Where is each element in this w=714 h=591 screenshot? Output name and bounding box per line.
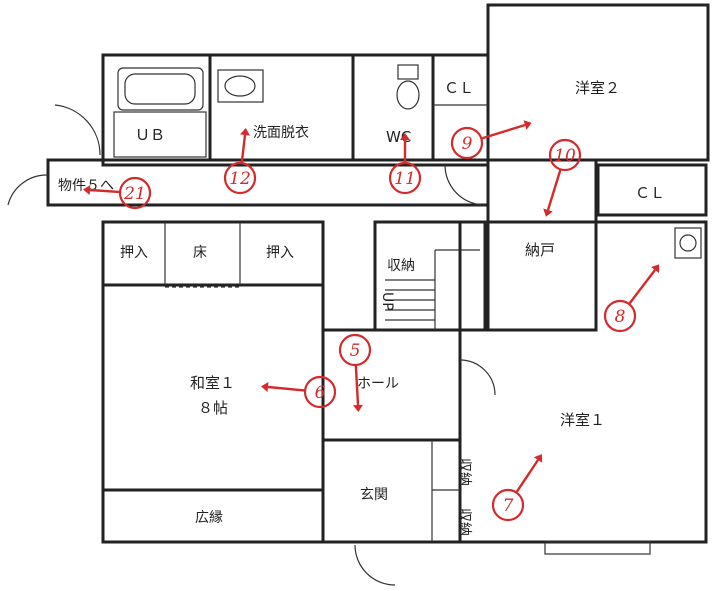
marker-number: 21 bbox=[123, 184, 146, 204]
marker-number: 6 bbox=[315, 383, 326, 403]
room-label-cl-right: ＣＬ bbox=[635, 184, 665, 202]
room-label-hall: ホール bbox=[357, 376, 399, 392]
photo-marker-21: 21 bbox=[83, 176, 152, 210]
marker-circle bbox=[338, 333, 372, 367]
photo-marker-10: 10 bbox=[543, 138, 582, 217]
room-label-senmen: 洗面脱衣 bbox=[253, 125, 309, 141]
room-label-cl-top: ＣＬ bbox=[444, 79, 474, 97]
genkan-block bbox=[321, 438, 462, 544]
room-label-oshiire-right: 押入 bbox=[266, 245, 294, 261]
room-label-ub: ＵＢ bbox=[135, 126, 165, 144]
arrowhead-icon bbox=[651, 264, 660, 274]
arrowhead-icon bbox=[240, 128, 250, 136]
room-label-youshitsu1: 洋室１ bbox=[560, 411, 605, 429]
marker-circle bbox=[388, 161, 422, 195]
room-label-genkan-storage-2: 収納 bbox=[456, 508, 472, 536]
photo-direction-arrow bbox=[546, 169, 562, 211]
photo-direction-arrow bbox=[240, 134, 247, 163]
photo-direction-arrow bbox=[267, 385, 305, 392]
arrowhead-icon bbox=[261, 382, 269, 392]
basin-icon bbox=[674, 227, 702, 259]
arrowhead-icon bbox=[353, 404, 363, 412]
photo-direction-arrow bbox=[515, 459, 539, 493]
entry-door-icon bbox=[7, 174, 49, 206]
marker-circle bbox=[548, 138, 582, 172]
stair-block bbox=[373, 220, 487, 332]
marker-number: 10 bbox=[554, 146, 576, 166]
arrowhead-icon bbox=[400, 133, 410, 140]
marker-number: 12 bbox=[229, 169, 251, 189]
photo-marker-6: 6 bbox=[261, 375, 337, 409]
youshitsu2-block bbox=[486, 3, 710, 162]
marker-circle bbox=[603, 299, 637, 333]
toilet-icon bbox=[397, 64, 419, 80]
marker-circle bbox=[118, 176, 152, 210]
stairs-up-label: UP bbox=[379, 292, 395, 311]
arrowhead-icon bbox=[543, 208, 553, 217]
room-label-stair-storage: 収納 bbox=[387, 258, 415, 274]
photo-direction-arrow bbox=[89, 188, 120, 194]
photo-marker-5: 5 bbox=[338, 333, 372, 412]
photo-direction-arrow bbox=[481, 123, 526, 140]
marker-circle bbox=[491, 488, 525, 522]
photo-direction-arrow bbox=[354, 365, 360, 406]
marker-number: 5 bbox=[350, 341, 361, 361]
room-label-washitsu-size: ８帖 bbox=[198, 399, 228, 417]
room-label-genkan-storage-1: 収納 bbox=[456, 458, 472, 486]
photo-marker-9: 9 bbox=[450, 120, 532, 160]
sink-icon bbox=[217, 69, 264, 103]
room-label-hiroen: 広縁 bbox=[195, 510, 223, 526]
marker-number: 8 bbox=[615, 307, 626, 327]
marker-number: 9 bbox=[462, 134, 473, 154]
bathtub-icon bbox=[117, 67, 204, 111]
photo-marker-7: 7 bbox=[491, 454, 543, 522]
room-label-oshiire-left: 押入 bbox=[120, 245, 148, 261]
room-label-youshitsu2: 洋室２ bbox=[575, 79, 620, 97]
room-label-washitsu: 和室１ bbox=[190, 374, 235, 392]
photo-direction-arrow bbox=[628, 269, 656, 304]
arrowhead-icon bbox=[523, 120, 532, 130]
marker-circle bbox=[450, 126, 484, 160]
corridor bbox=[46, 158, 490, 207]
marker-circle bbox=[223, 161, 257, 195]
photo-marker-11: 11 bbox=[388, 133, 422, 195]
marker-number: 11 bbox=[394, 169, 416, 189]
marker-circle bbox=[303, 375, 337, 409]
cl-right-block bbox=[596, 163, 708, 217]
arrowhead-icon bbox=[83, 185, 91, 195]
room-label-genkan: 玄関 bbox=[360, 486, 388, 503]
arrowhead-icon bbox=[533, 454, 543, 463]
nando-block bbox=[486, 158, 598, 332]
room-label-nando: 納戸 bbox=[525, 241, 555, 259]
marker-number: 7 bbox=[503, 496, 514, 516]
room-label-toko: 床 bbox=[193, 245, 207, 261]
stairs-icon bbox=[385, 249, 480, 330]
photo-marker-12: 12 bbox=[223, 128, 257, 195]
photo-marker-8: 8 bbox=[603, 264, 660, 333]
